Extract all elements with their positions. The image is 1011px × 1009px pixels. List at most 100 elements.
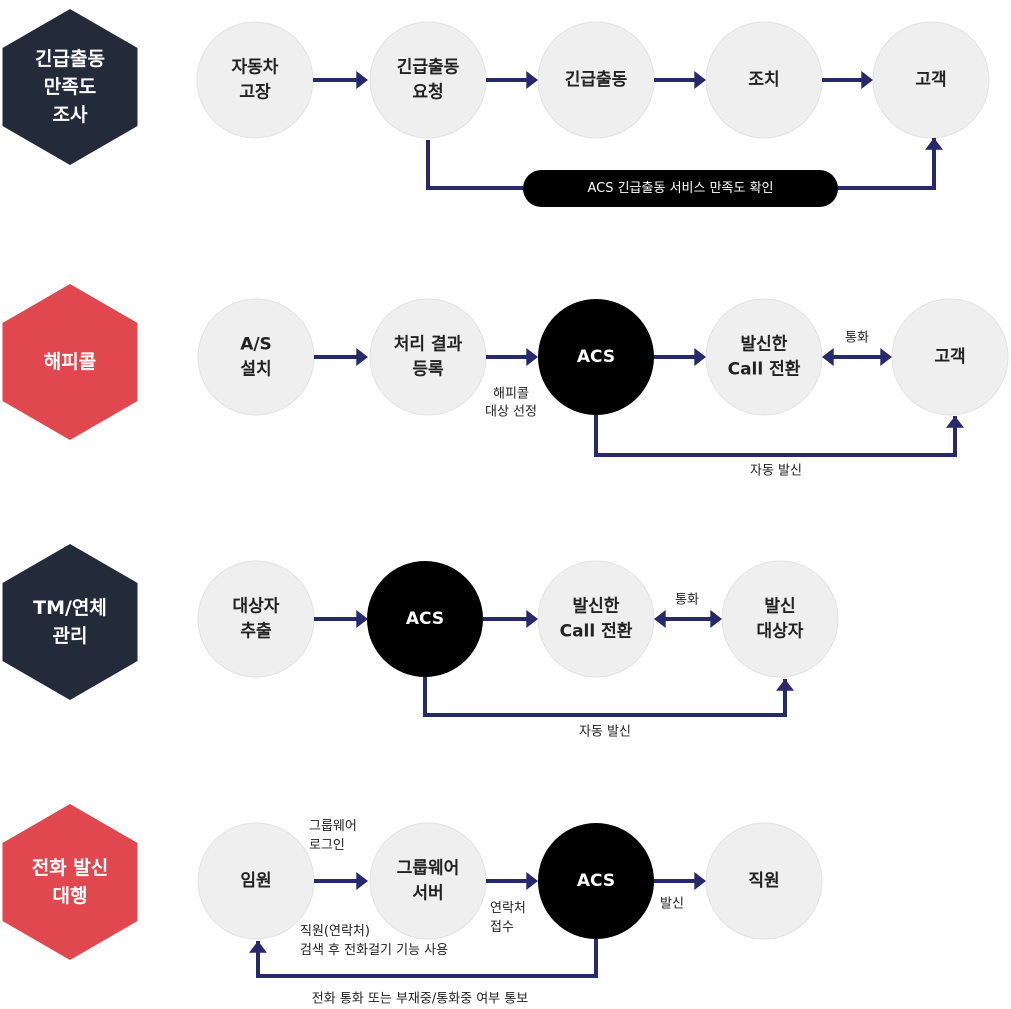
row1-feedback-line-right-head <box>925 138 943 150</box>
row4-search-label: 직원(연락처)검색 후 전화걸기 기능 사용 <box>300 924 448 958</box>
row3-auto-dial-label: 자동 발신 <box>579 725 631 740</box>
row3-title-line: 관리 <box>53 625 88 647</box>
row3-auto-dial-label-line: 자동 발신 <box>579 725 631 740</box>
row1-arrow-2-head <box>526 71 538 89</box>
row4-receipt-label-line: 접수 <box>490 920 514 935</box>
row1-node-1 <box>196 21 314 139</box>
row4-dial-label-line: 발신 <box>660 897 684 912</box>
row1-node-2 <box>369 21 487 139</box>
row2-arrow-2-head <box>526 348 538 366</box>
row2-hexagon <box>2 284 138 440</box>
row4-hexagon <box>2 804 138 960</box>
row4-dial-label: 발신 <box>660 897 684 912</box>
row3-node-3 <box>537 560 655 678</box>
row3-node-4-label-line: 대상자 <box>757 622 804 642</box>
row4-arrow-1-head <box>356 872 368 890</box>
row4-notify-label: 전화 통화 또는 부재중/통화중 여부 통보 <box>312 992 528 1007</box>
row2-arrow-1-head <box>356 348 368 366</box>
row3-node-2-label: ACS <box>406 609 444 629</box>
row1-feedback-line-left <box>426 140 523 190</box>
row4-notify-line <box>256 939 598 978</box>
row2-auto-dial-label: 자동 발신 <box>750 464 802 479</box>
row2-selection-label-line: 대상 선정 <box>485 405 537 420</box>
row1-title-line: 만족도 <box>44 76 96 98</box>
row1-title-line: 긴급출동 <box>35 48 105 70</box>
row1-node-4-label-line: 조치 <box>748 70 779 90</box>
row1-feedback-line-right <box>838 138 936 190</box>
row4-node-4-label-line: 직원 <box>748 871 779 891</box>
row2-title: 해피콜 <box>44 351 96 373</box>
row1-node-2-label-line: 긴급출동 <box>397 58 460 78</box>
row3-node-3-label-line: Call 전환 <box>560 622 633 642</box>
row3-auto-dial-line-head <box>776 679 794 691</box>
row1-node-3-label: 긴급출동 <box>565 70 628 90</box>
row3-call-label-line: 통화 <box>675 593 699 608</box>
row4-arrow-2-head <box>526 872 538 890</box>
row4-node-1-label: 임원 <box>240 870 271 891</box>
row4-node-3 <box>538 823 654 939</box>
row1-node-3-label-line: 긴급출동 <box>565 70 628 90</box>
row4-notify-label-line: 전화 통화 또는 부재중/통화중 여부 통보 <box>312 992 528 1007</box>
row1-hexagon <box>2 9 138 165</box>
row4-node-3-label: ACS <box>577 871 615 891</box>
row4-node-3-label-line: ACS <box>577 871 615 891</box>
acs-survey-pill-label: ACS 긴급출동 서비스 만족도 확인 <box>587 181 773 196</box>
row2-node-3 <box>538 299 654 415</box>
row2-node-1 <box>197 298 315 416</box>
row3-node-1-label-line: 대상자 <box>233 597 280 617</box>
row2-node-5-label: 고객 <box>934 347 965 367</box>
row2-node-3-label: ACS <box>577 347 615 367</box>
row4-login-label-line: 그룹웨어 <box>309 819 357 834</box>
row3-node-1-label-line: 추출 <box>240 622 272 642</box>
row4-login-label-line: 로그인 <box>309 838 345 853</box>
row2-node-2 <box>369 298 487 416</box>
row3-call-arrow-head-left <box>654 610 666 628</box>
row3-call-arrow-head-right <box>710 610 722 628</box>
row3-auto-dial-line <box>423 677 787 717</box>
row2-node-1-label-line: A/S <box>240 335 272 355</box>
row3-node-3-label-line: 발신한 <box>573 597 620 617</box>
row3-arrow-2-head <box>526 610 538 628</box>
row1-node-1-label-line: 자동차 <box>232 58 279 78</box>
row4-node-2 <box>369 822 487 940</box>
row4-receipt-label-line: 연락처 <box>490 901 526 916</box>
row2-call-label: 통화 <box>845 331 869 346</box>
row4-search-label-line: 직원(연락처) <box>300 924 370 939</box>
row3-node-1 <box>197 560 315 678</box>
row1-arrow-1-head <box>356 71 368 89</box>
row1-node-2-label-line: 요청 <box>412 82 443 103</box>
row1-arrow-3-head <box>694 71 706 89</box>
row4-title-line: 전화 발신 <box>32 857 109 879</box>
row4-title-line: 대행 <box>53 885 88 907</box>
row2-arrow-3-head <box>694 348 706 366</box>
row4-node-2-label-line: 그룹웨어 <box>397 859 460 879</box>
row3-node-4 <box>721 560 839 678</box>
row3-node-2 <box>367 561 483 677</box>
row2-node-2-label-line: 처리 결과 <box>394 335 463 355</box>
row2-auto-dial-line-head <box>946 416 964 428</box>
row3-hexagon <box>2 544 138 700</box>
row2-title-line: 해피콜 <box>44 351 96 373</box>
row2-node-4-label-line: Call 전환 <box>728 360 801 380</box>
row3-node-4-label-line: 발신 <box>764 597 795 617</box>
row1-node-5-label: 고객 <box>915 70 946 90</box>
row1-title-line: 조사 <box>53 104 88 126</box>
row3-node-2-label-line: ACS <box>406 609 444 629</box>
row4-arrow-3-head <box>694 872 706 890</box>
row2-node-4 <box>705 298 823 416</box>
row2-call-arrow-head-right <box>880 348 892 366</box>
row1-arrow-4-head <box>861 71 873 89</box>
row3-node-3-label: 발신한 Call 전환 <box>560 597 633 642</box>
